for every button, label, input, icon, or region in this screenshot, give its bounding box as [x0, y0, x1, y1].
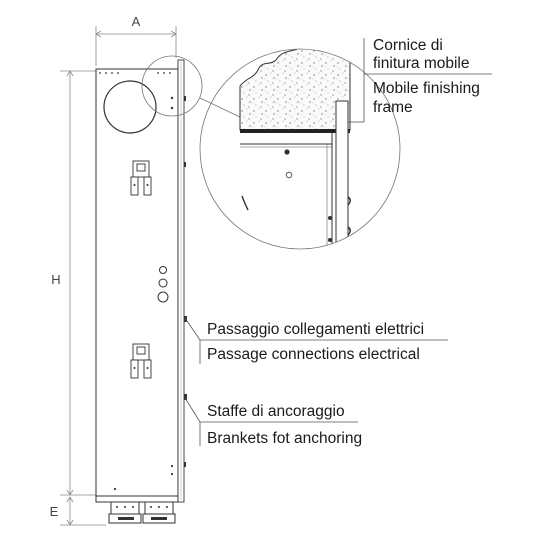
- wall-material: [239, 49, 351, 131]
- detail-circle-border: [199, 48, 401, 250]
- detail-reference-circle: [141, 55, 203, 117]
- detail-finishing-frame: [335, 100, 349, 249]
- frame-label-en-line1: Mobile finishing: [373, 80, 480, 97]
- frame-top-bar: [240, 129, 350, 133]
- dimension-a: [95, 26, 177, 66]
- brackets-label-en: Brankets fot anchoring: [207, 430, 362, 447]
- passage-holes: [157, 266, 169, 303]
- detail-hole-filled: [284, 149, 290, 155]
- passage-label-it: Passaggio collegamenti elettrici: [207, 321, 424, 338]
- detail-hole-open: [285, 171, 293, 179]
- brackets-label-it: Staffe di ancoraggio: [207, 403, 345, 420]
- bottom-edge-holes: [113, 464, 174, 491]
- dimension-e: [60, 496, 106, 526]
- dimension-h-label: H: [51, 272, 60, 287]
- frame-label-it-line2: finitura mobile: [373, 55, 470, 72]
- dimension-a-label: A: [132, 14, 141, 29]
- detail-view: [239, 49, 351, 249]
- callout-leaders: [184, 38, 492, 446]
- top-edge-holes: [99, 72, 174, 110]
- detail-leader-line: [199, 97, 243, 119]
- dimension-e-label: E: [50, 504, 59, 519]
- frame-label-en-line2: frame: [373, 99, 413, 116]
- plinth-feet-marks: [116, 506, 168, 520]
- passage-label-en: Passage connections electrical: [207, 346, 420, 363]
- cable-opening: [103, 80, 157, 134]
- frame-label-it-line1: Cornice di: [373, 37, 443, 54]
- dimension-h: [60, 70, 96, 496]
